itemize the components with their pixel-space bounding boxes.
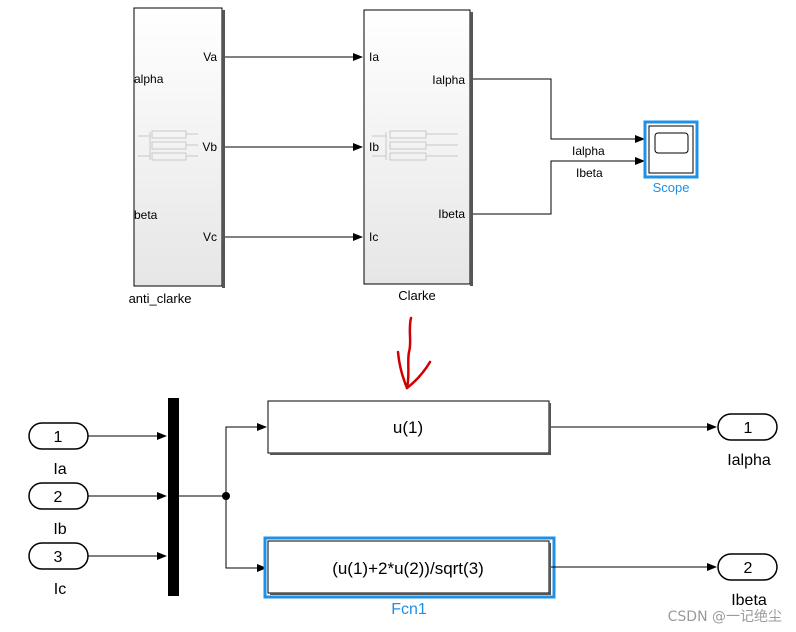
signal-line-ialpha-scope[interactable] bbox=[473, 78, 645, 143]
outport-2[interactable] bbox=[717, 553, 778, 581]
block-mask-icon bbox=[372, 130, 458, 161]
inport-3-number: 3 bbox=[54, 549, 63, 566]
annotation-arrow-icon bbox=[396, 316, 432, 390]
clarke-port-ibeta: Ibeta bbox=[438, 207, 465, 221]
outport-2-label: Ibeta bbox=[731, 592, 767, 609]
inport-1-number: 1 bbox=[54, 429, 63, 446]
inport-2-number: 2 bbox=[54, 489, 63, 506]
signal-line-to-fcn1[interactable] bbox=[225, 496, 267, 572]
outport-1[interactable] bbox=[717, 413, 778, 441]
anti-clarke-port-vb: Vb bbox=[202, 140, 217, 154]
anti-clarke-inner-beta: beta bbox=[134, 208, 158, 222]
anti-clarke-block[interactable] bbox=[133, 7, 225, 288]
outport-1-label: Ialpha bbox=[727, 452, 771, 469]
signal-line-ibeta-scope[interactable] bbox=[473, 157, 645, 215]
fcn-expression: u(1) bbox=[393, 418, 423, 437]
outport-2-number: 2 bbox=[744, 560, 753, 577]
anti-clarke-port-va: Va bbox=[203, 50, 217, 64]
mux-block[interactable] bbox=[168, 398, 179, 596]
scope-signal-label-ialpha: Ialpha bbox=[572, 144, 605, 158]
inport-3-label: Ic bbox=[54, 581, 66, 598]
outport-1-number: 1 bbox=[744, 420, 753, 437]
anti-clarke-name: anti_clarke bbox=[129, 291, 192, 306]
inport-2-label: Ib bbox=[53, 521, 66, 538]
fcn-block[interactable] bbox=[267, 400, 551, 455]
scope-block[interactable] bbox=[643, 120, 699, 179]
clarke-name: Clarke bbox=[398, 288, 436, 303]
anti-clarke-port-vc: Vc bbox=[203, 230, 217, 244]
watermark: CSDN @一记绝尘 bbox=[668, 609, 782, 625]
anti-clarke-inner-alpha: alpha bbox=[134, 72, 164, 86]
clarke-port-ia: Ia bbox=[369, 50, 379, 64]
scope-name: Scope bbox=[653, 180, 690, 195]
fcn1-name: Fcn1 bbox=[391, 601, 427, 618]
block-mask-icon bbox=[138, 130, 198, 161]
clarke-block[interactable] bbox=[363, 9, 473, 286]
fcn1-expression: (u(1)+2*u(2))/sqrt(3) bbox=[332, 559, 484, 578]
scope-screen-icon bbox=[654, 132, 689, 154]
clarke-port-ic: Ic bbox=[369, 230, 378, 244]
signal-line-to-fcn[interactable] bbox=[225, 423, 267, 496]
clarke-port-ialpha: Ialpha bbox=[432, 73, 465, 87]
clarke-port-ib: Ib bbox=[369, 140, 379, 154]
inport-1-label: Ia bbox=[53, 461, 66, 478]
scope-signal-label-ibeta: Ibeta bbox=[576, 166, 603, 180]
